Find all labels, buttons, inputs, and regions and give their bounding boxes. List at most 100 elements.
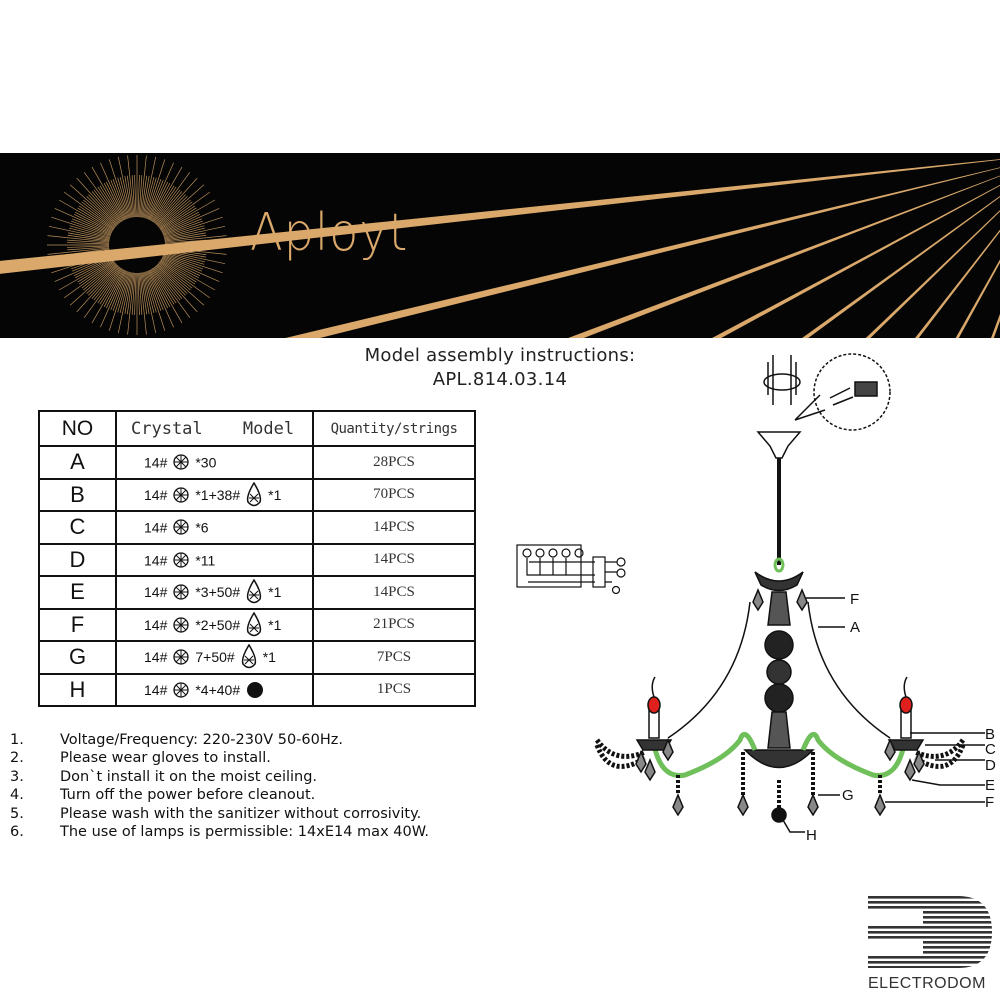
sun-ray (99, 268, 123, 305)
sun-ray (119, 176, 131, 218)
sun-ray (153, 267, 191, 319)
sun-ray (152, 268, 177, 304)
sun-ray (802, 196, 1000, 338)
sun-ray (131, 272, 136, 315)
sun-ray (63, 191, 115, 229)
model-text: *1 (262, 649, 276, 666)
title-line: Model assembly instructions: (364, 345, 636, 366)
row-model: 14#*2+50#*1 (115, 607, 314, 642)
sun-ray (83, 171, 121, 223)
item-number: 4. (10, 787, 24, 804)
arm-left (650, 731, 758, 779)
sun-ray (139, 272, 147, 335)
row-no: C (38, 510, 117, 545)
model-text: *4+40# (195, 681, 241, 698)
sun-ray (134, 175, 137, 218)
sun-ray (117, 156, 132, 218)
octagon-crystal-icon (173, 682, 190, 698)
sun-ray (81, 261, 116, 289)
sun-ray (145, 159, 166, 219)
row-model: 14#*1+38#*1 (115, 477, 314, 512)
sun-ray (117, 271, 130, 313)
sun-ray (148, 162, 174, 220)
item-number: 2. (10, 750, 24, 767)
model-text: *1 (268, 486, 282, 503)
sun-ray (148, 270, 169, 309)
sun-ray (160, 207, 197, 231)
sun-ray (83, 262, 116, 291)
label-f-bottom: F (985, 794, 994, 811)
sun-ray (712, 184, 1000, 338)
sun-ray (0, 153, 1000, 338)
sun-ray (145, 271, 166, 331)
sun-ray (159, 261, 211, 299)
item-text: Please wash with the sanitizer without c… (60, 805, 422, 822)
sun-ray (164, 232, 206, 241)
sun-ray (78, 205, 114, 230)
octagon-crystal-icon (173, 519, 190, 536)
drop-crystal-icon (247, 578, 262, 604)
sun-ray (991, 313, 1000, 338)
row-model: 14#*3+50#*1 (115, 575, 314, 610)
sun-ray (140, 175, 148, 218)
drop-crystal-icon (241, 643, 256, 669)
model-number: APL.814.03.14 (432, 369, 568, 390)
sun-ray (161, 199, 216, 232)
sun-ray (153, 189, 181, 224)
sun-ray (568, 175, 1000, 338)
sun-ray (915, 229, 1000, 338)
sun-ray (68, 232, 110, 241)
model-text: *3+50# (195, 584, 241, 601)
sun-ray (147, 179, 164, 220)
drop-crystal-icon (247, 481, 262, 506)
list-item: 4. Turn off the power before cleanout. (10, 786, 429, 804)
crystal-string-a (807, 601, 891, 739)
model-text: 14# (144, 519, 168, 536)
sun-ray (160, 260, 196, 285)
sun-ray (97, 268, 122, 304)
chandelier-diagram: F A B C D E F G H (516, 353, 996, 844)
ball-crystal (771, 807, 787, 823)
sun-ray (156, 264, 186, 296)
socket-icon (574, 548, 584, 558)
sun-ray (142, 156, 157, 218)
sun-ray (76, 265, 119, 313)
sun-ray (86, 196, 118, 226)
octagon-crystal-icon (173, 649, 190, 665)
sun-ray (97, 186, 122, 222)
model-text: *2+50# (195, 616, 241, 633)
sun-ray (99, 185, 123, 222)
sun-ray (162, 256, 201, 277)
item-text: Turn off the power before cleanout. (60, 787, 316, 804)
model-text: *1 (268, 616, 282, 633)
row-model: 14#*30 (115, 445, 314, 480)
sun-ray (149, 269, 171, 307)
sun-ray (68, 227, 110, 239)
item-number: 1. (10, 732, 24, 748)
sun-ray (67, 234, 110, 242)
sun-ray (163, 225, 205, 238)
sun-ray (91, 166, 124, 221)
sun-ray (154, 191, 183, 224)
sun-ray (159, 191, 211, 229)
row-qty: 14PCS (312, 542, 476, 577)
sun-ray (88, 264, 118, 296)
sun-ray (86, 264, 118, 294)
sun-ray (146, 179, 162, 219)
sun-ray (161, 211, 199, 233)
sun-ray (163, 254, 203, 270)
row-no: B (38, 477, 117, 512)
sun-ray (78, 260, 114, 285)
sun-ray (110, 179, 127, 220)
header-no: NO (38, 410, 117, 447)
sun-ray (0, 159, 1000, 274)
octagon-crystal-icon (173, 552, 190, 568)
sun-ray (163, 253, 223, 274)
model-text: 14# (144, 551, 168, 568)
sun-ray (124, 272, 133, 314)
sun-ray (117, 272, 132, 334)
row-qty: 1PCS (312, 672, 476, 707)
socket-icon (535, 548, 545, 558)
